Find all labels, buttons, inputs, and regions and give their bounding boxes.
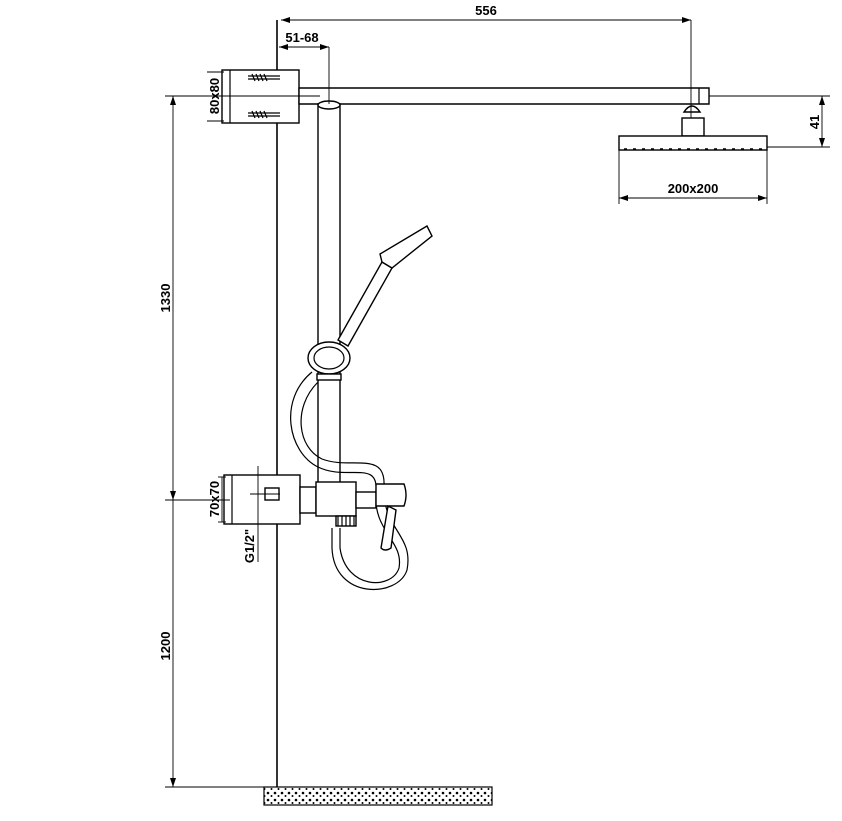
dim-wall-bracket: 80x80	[207, 71, 224, 122]
dim-mixer-plate: 70x70	[207, 476, 226, 523]
dim-label-g12: G1/2"	[242, 529, 257, 563]
mixer-body	[299, 481, 407, 551]
top-wall-bracket	[221, 69, 300, 124]
dim-label-1200: 1200	[158, 632, 173, 661]
hand-shower	[337, 225, 433, 347]
dim-label-1330: 1330	[158, 284, 173, 313]
slide-holder	[307, 341, 351, 381]
dim-head-size: 200x200	[618, 150, 768, 204]
shower-hose	[290, 371, 409, 591]
dim-mixer-height: 1200	[158, 500, 264, 788]
riser-column	[317, 100, 341, 491]
dim-head-height: 41	[709, 95, 830, 148]
dim-inlet-thread: G1/2"	[242, 466, 280, 563]
dim-label-556: 556	[475, 3, 497, 18]
dim-label-41: 41	[807, 115, 822, 129]
screw-upper	[248, 73, 280, 82]
dim-wall-offset: 51-68	[279, 30, 330, 104]
floor-base	[263, 786, 493, 806]
dim-label-70x70: 70x70	[207, 481, 222, 517]
screw-lower	[248, 110, 280, 119]
shower-arm	[298, 87, 710, 105]
mixer-wall-plate	[223, 474, 301, 525]
dim-arm-length: 556	[281, 3, 692, 118]
dim-label-51-68: 51-68	[285, 30, 318, 45]
dim-column-height: 1330	[158, 95, 320, 501]
dim-label-200x200: 200x200	[668, 181, 719, 196]
shower-head	[618, 105, 768, 151]
